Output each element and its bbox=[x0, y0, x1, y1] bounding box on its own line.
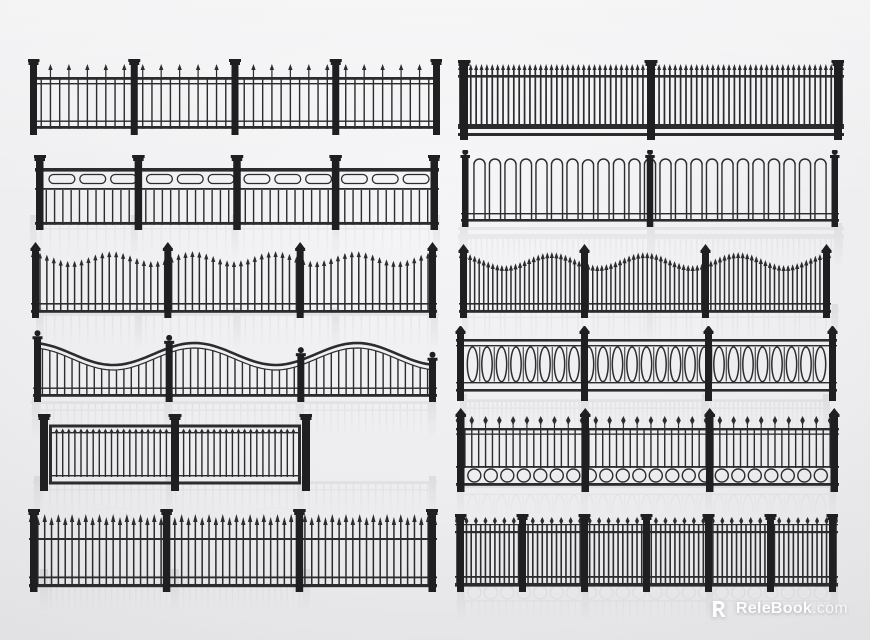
fence-model-oval-ring-fence bbox=[455, 326, 838, 551]
fence-model-wave-picket-fence bbox=[30, 240, 438, 472]
fence-model-framed-gate-fence bbox=[38, 413, 312, 640]
fence-model-hoop-top-fence bbox=[460, 150, 840, 381]
fence-model-scroll-top-fence bbox=[32, 328, 438, 548]
relebook-logo-icon bbox=[712, 600, 726, 618]
fence-model-flat-cap-panel-fence bbox=[34, 152, 440, 383]
fence-model-spear-top-rail-fence bbox=[28, 55, 442, 291]
fence-model-scallop-dense-fence bbox=[458, 242, 832, 468]
fence-model-multi-post-fence bbox=[455, 512, 838, 592]
watermark-brand: ReleBook bbox=[735, 599, 813, 617]
watermark-text: ReleBook.com bbox=[736, 600, 848, 618]
watermark: ReleBook.com bbox=[710, 599, 848, 618]
fence-model-dense-picket-fence bbox=[458, 57, 844, 303]
fence-model-tall-spear-fence bbox=[28, 508, 438, 592]
watermark-suffix: .com bbox=[812, 599, 848, 617]
fence-model-ornate-circle-fence bbox=[455, 408, 840, 640]
